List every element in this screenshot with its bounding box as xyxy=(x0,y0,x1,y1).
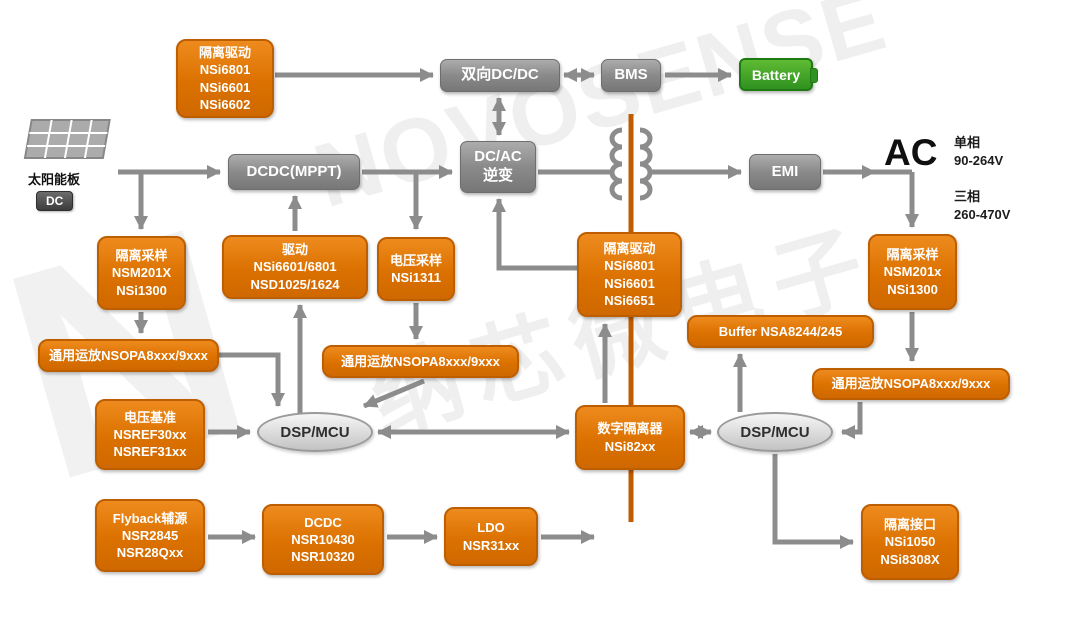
three-phase-range: 260-470V xyxy=(954,206,1011,222)
arrow-isodrive-mid-to-dcac xyxy=(492,198,577,271)
chip-line: NSR10320 xyxy=(291,549,355,565)
solar-panel-icon xyxy=(23,119,111,159)
chip-line: 电压采样 xyxy=(389,252,442,268)
block-emi: EMI xyxy=(749,154,821,190)
chip-line: 通用运放NSOPA8xxx/9xxx xyxy=(49,347,208,363)
battery-terminal xyxy=(810,68,818,83)
single-phase-range: 90-264V xyxy=(954,152,1004,168)
chip-line: NSi6601 xyxy=(604,275,655,291)
chip-line: NSR31xx xyxy=(462,537,520,553)
single-phase-label: 单相 xyxy=(954,135,981,150)
chip-opamp-mid: 通用运放NSOPA8xxx/9xxx xyxy=(322,345,519,378)
chip-line: 通用运放NSOPA8xxx/9xxx xyxy=(831,376,991,392)
ac-single-phase: 单相 90-264V xyxy=(954,134,1003,169)
solar-source: 太阳能板 DC xyxy=(14,118,124,211)
chip-line: NSR28Qxx xyxy=(116,545,184,561)
chip-buffer: Buffer NSA8244/245 xyxy=(687,315,874,348)
chip-line: 隔离采样 xyxy=(115,248,168,264)
chip-line: NSi1300 xyxy=(887,281,938,297)
chip-dcdc-aux: DCDC NSR10430 NSR10320 xyxy=(262,504,384,575)
chip-line: NSR2845 xyxy=(121,527,179,543)
chip-line: NSi6602 xyxy=(199,96,251,112)
dcac-line2: 逆变 xyxy=(482,167,513,184)
chip-line: NSM201X xyxy=(111,265,172,281)
ac-output-label: AC xyxy=(884,132,938,173)
block-bms: BMS xyxy=(601,59,661,92)
chip-line: 隔离驱动 xyxy=(603,241,656,257)
arrow-dsp-to-isointerface xyxy=(772,454,854,549)
chip-isolated-driver-mid: 隔离驱动 NSi6801 NSi6601 NSi6651 xyxy=(577,232,682,317)
chip-line: NSi6801 xyxy=(604,258,655,274)
arrow-opamp-right-to-dsp xyxy=(841,402,863,439)
arrow-opamp-mid-to-dsp xyxy=(363,378,425,409)
chip-line: NSi1300 xyxy=(116,282,167,298)
chip-opamp-left: 通用运放NSOPA8xxx/9xxx xyxy=(38,339,219,372)
battery-label: Battery xyxy=(751,66,801,83)
ac-three-phase: 三相 260-470V xyxy=(954,188,1010,223)
transformer-icon xyxy=(609,127,653,201)
chip-isolated-sampling-left: 隔离采样 NSM201X NSi1300 xyxy=(97,236,186,310)
chip-line: NSM201x xyxy=(883,264,942,280)
chip-gate-driver: 驱动 NSi6601/6801 NSD1025/1624 xyxy=(222,235,368,299)
dsp-mcu-left: DSP/MCU xyxy=(257,412,373,452)
battery-icon: Battery xyxy=(739,58,818,91)
block-dcdc-mppt: DCDC(MPPT) xyxy=(228,154,360,190)
chip-line: LDO xyxy=(477,520,505,536)
dcac-line1: DC/AC xyxy=(474,148,522,166)
chip-line: Flyback辅源 xyxy=(112,510,188,526)
chip-line: 隔离驱动 xyxy=(198,45,251,61)
chip-digital-isolator: 数字隔离器 NSi82xx xyxy=(575,405,685,470)
chip-voltage-sampling: 电压采样 NSi1311 xyxy=(377,237,455,301)
chip-line: 数字隔离器 xyxy=(597,421,663,437)
chip-line: NSi1050 xyxy=(884,534,936,550)
dsp-mcu-right: DSP/MCU xyxy=(717,412,833,452)
chip-line: NSD1025/1624 xyxy=(250,276,340,292)
chip-line: NSi8308X xyxy=(880,551,940,567)
chip-voltage-reference: 电压基准 NSREF30xx NSREF31xx xyxy=(95,399,205,470)
chip-line: 通用运放NSOPA8xxx/9xxx xyxy=(341,353,500,369)
chip-opamp-right: 通用运放NSOPA8xxx/9xxx xyxy=(812,368,1010,400)
dc-badge: DC xyxy=(36,191,74,211)
chip-flyback-aux: Flyback辅源 NSR2845 NSR28Qxx xyxy=(95,499,205,572)
chip-line: NSR10430 xyxy=(291,531,355,547)
block-dcac-inverter: DC/AC 逆变 xyxy=(460,141,536,193)
chip-line: NSi6601 xyxy=(199,79,251,95)
watermark-brand: NOVOSENSE xyxy=(304,0,898,228)
chip-isolated-sampling-right: 隔离采样 NSM201x NSi1300 xyxy=(868,234,957,310)
chip-line: NSREF31xx xyxy=(113,444,187,460)
chip-line: Buffer NSA8244/245 xyxy=(718,323,843,339)
chip-line: NSi6651 xyxy=(604,292,655,308)
chip-line: NSi1311 xyxy=(391,270,441,285)
three-phase-label: 三相 xyxy=(954,189,981,204)
chip-line: 隔离采样 xyxy=(886,247,939,263)
chip-line: 隔离接口 xyxy=(883,517,936,533)
chip-line: NSi82xx xyxy=(604,438,656,454)
chip-line: DCDC xyxy=(304,514,342,530)
solar-panel-label: 太阳能板 xyxy=(28,172,81,187)
block-bidirectional-dcdc: 双向DC/DC xyxy=(440,59,560,92)
chip-line: NSREF30xx xyxy=(113,426,187,442)
chip-isolated-interface: 隔离接口 NSi1050 NSi8308X xyxy=(861,504,959,580)
chip-line: 电压基准 xyxy=(123,409,176,425)
arrow-opamp-left-to-dsp xyxy=(219,352,285,407)
chip-ldo: LDO NSR31xx xyxy=(444,507,538,566)
chip-line: 驱动 xyxy=(281,242,308,258)
chip-line: NSi6801 xyxy=(199,62,251,78)
chip-isolated-driver-top: 隔离驱动 NSi6801 NSi6601 NSi6602 xyxy=(176,39,274,118)
chip-line: NSi6601/6801 xyxy=(253,259,337,275)
